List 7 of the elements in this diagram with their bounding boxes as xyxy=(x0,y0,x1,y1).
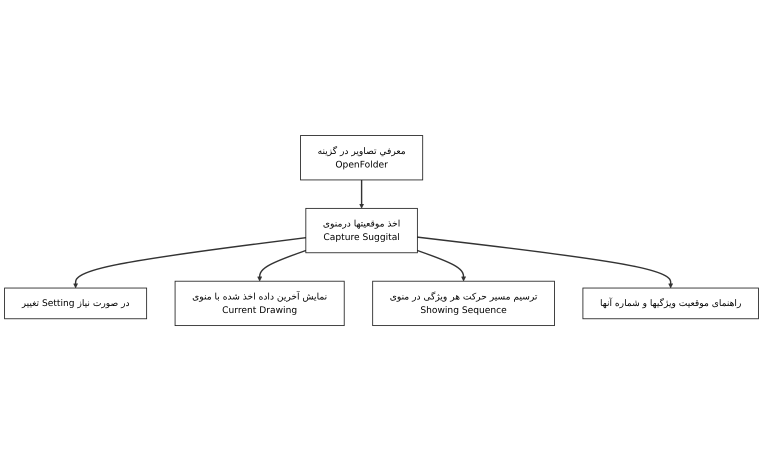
arrow xyxy=(359,180,364,210)
node-box: تغيير Setting در صورت نياز xyxy=(4,288,148,320)
arrow xyxy=(73,237,306,289)
node-box: راهنماى موقعيت ويژگيها و شماره آنها xyxy=(582,288,759,320)
arrow xyxy=(417,250,466,282)
arrow xyxy=(257,250,306,282)
arrow xyxy=(417,236,674,289)
